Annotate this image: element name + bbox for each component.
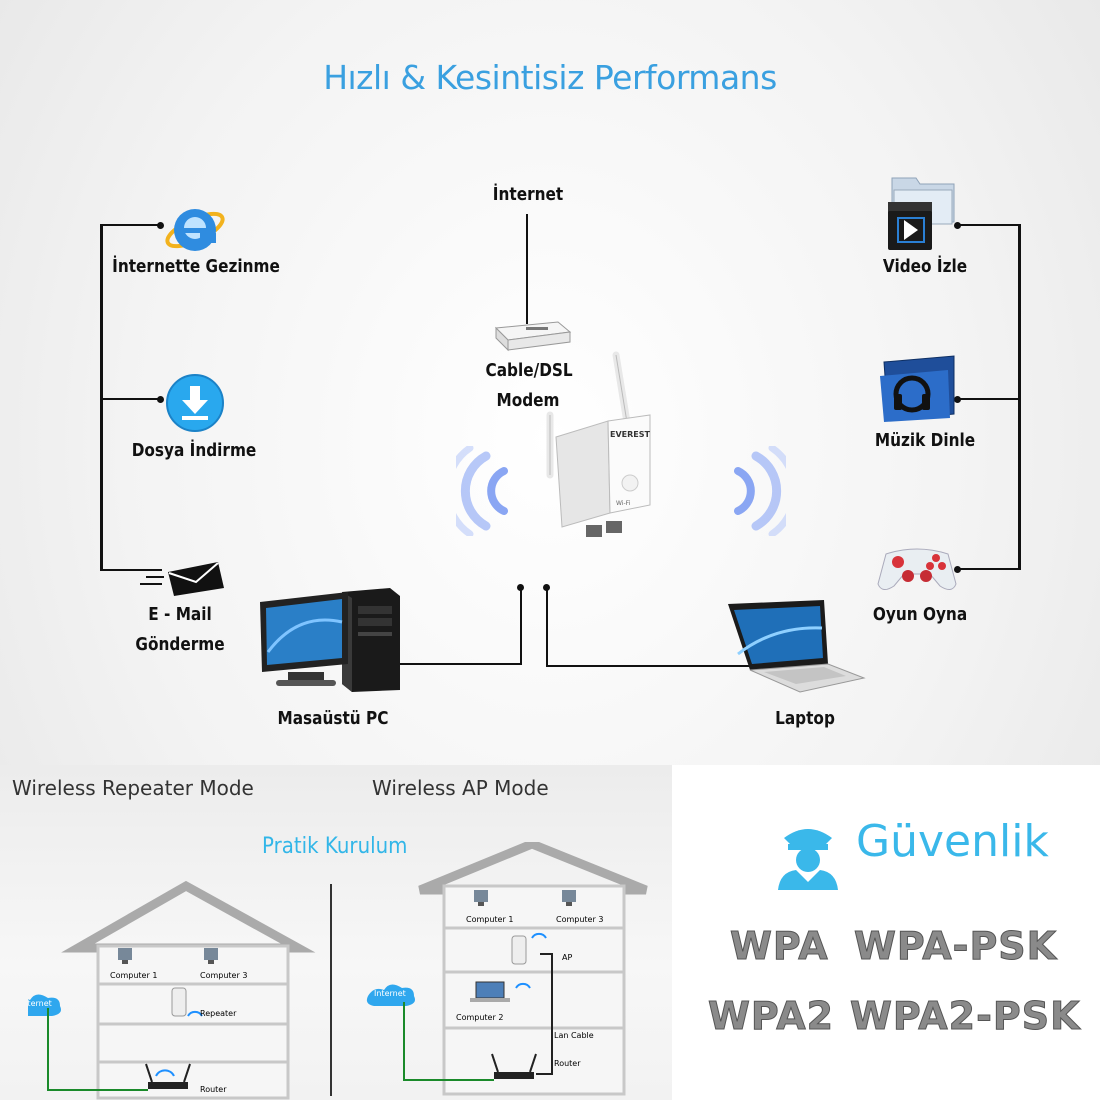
ap-ap-label: AP (562, 953, 572, 962)
ap-internet-label: Internet (374, 989, 406, 998)
wpa-psk-label: WPA-PSK (853, 924, 1058, 969)
ap-computer1-label: Computer 1 (466, 915, 513, 924)
ap-computer2-label: Computer 2 (456, 1013, 503, 1022)
device-brand-text: EVEREST (610, 430, 651, 439)
wifi-wave-right-icon (734, 446, 786, 536)
modem-label-line1: Cable/DSL (485, 360, 573, 381)
ap-computer3-label: Computer 3 (556, 915, 603, 924)
easy-setup-label: Pratik Kurulum (262, 834, 408, 859)
ap-router-label: Router (554, 1059, 581, 1068)
label-listen-music: Müzik Dinle (874, 430, 976, 451)
wpa2-label: WPA2 (707, 994, 835, 1039)
security-panel (672, 765, 1100, 1100)
label-web-browsing: İnternette Gezinme (112, 256, 280, 277)
label-file-download: Dosya İndirme (131, 440, 257, 461)
security-guard-icon (778, 829, 838, 890)
wpa2-psk-label: WPA2-PSK (850, 994, 1081, 1039)
ap-lan-cable-label: Lan Cable (554, 1031, 594, 1040)
label-laptop: Laptop (775, 708, 835, 729)
repeater-computer3-label: Computer 3 (200, 971, 247, 980)
setup-divider (330, 884, 332, 1096)
email-icon (140, 562, 224, 596)
wifi-wave-left-icon (456, 446, 508, 536)
device-wifi-text: Wi-Fi (616, 500, 631, 507)
download-icon (166, 374, 224, 432)
repeater-computer1-label: Computer 1 (110, 971, 157, 980)
repeater-mode-heading: Wireless Repeater Mode (12, 776, 254, 800)
modem-label-line2: Modem (496, 390, 560, 411)
repeater-device-image: EVEREST Wi-Fi (546, 351, 651, 537)
repeater-router-label: Router (200, 1085, 227, 1094)
security-title: Güvenlik (856, 816, 1049, 867)
internet-label: İnternet (492, 184, 564, 205)
wpa-label: WPA (730, 924, 829, 969)
laptop-image (728, 600, 866, 693)
video-folder-icon (888, 177, 955, 250)
repeater-repeater-label: Repeater (200, 1009, 237, 1018)
ap-house-diagram: Computer 1 Computer 3 AP Computer 2 Lan … (366, 842, 648, 1096)
internet-explorer-icon (165, 209, 225, 251)
label-email-line1: E - Mail (148, 604, 212, 625)
page-title: Hızlı & Kesintisiz Performans (323, 58, 777, 97)
music-folder-icon (880, 355, 955, 422)
label-play-games: Oyun Oyna (872, 604, 968, 625)
label-watch-video: Video İzle (882, 256, 968, 277)
label-desktop-pc: Masaüstü PC (277, 708, 389, 729)
gamepad-icon (877, 548, 957, 590)
repeater-house-diagram: Computer 1 Computer 3 Repeater Router In… (28, 880, 316, 1100)
modem-icon (494, 321, 572, 352)
ap-mode-heading: Wireless AP Mode (372, 776, 549, 800)
repeater-internet-label: Internet (28, 999, 52, 1008)
desktop-pc-image (260, 588, 400, 692)
label-email-line2: Gönderme (135, 634, 225, 655)
